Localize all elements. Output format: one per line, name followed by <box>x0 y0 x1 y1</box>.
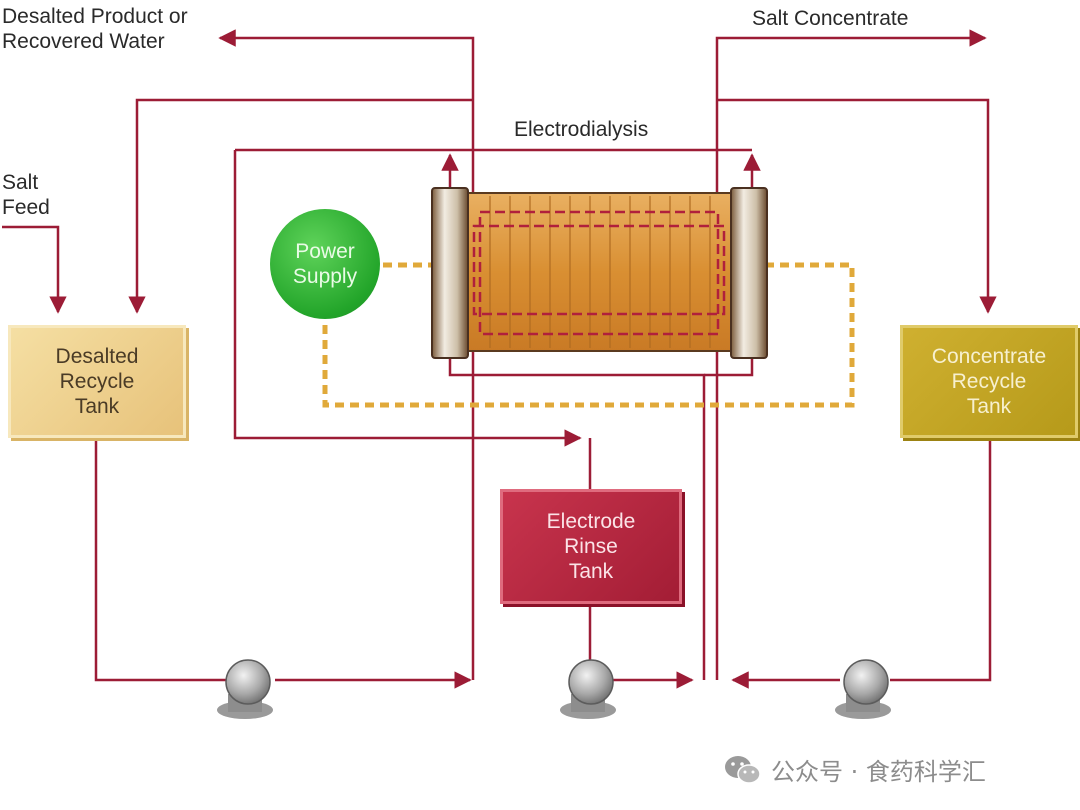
power-supply-line: Power <box>295 240 355 263</box>
pump-icon <box>560 659 616 719</box>
desalted-recycle-tank: Desalted Recycle Tank <box>8 325 186 438</box>
salt-feed-line1: Salt <box>2 171 39 194</box>
dc-wiring <box>322 262 855 408</box>
desalted-product-line2: Recovered Water <box>2 30 165 53</box>
power-supply: Power Supply <box>270 209 380 319</box>
salt-feed-line2: Feed <box>2 196 50 219</box>
wechat-icon <box>725 755 761 784</box>
pump-icon <box>835 659 891 719</box>
tank-label-line: Recycle <box>951 370 1027 393</box>
tank-label-line: Tank <box>568 560 614 583</box>
pipe-desalted-product <box>128 29 475 680</box>
electrode-rinse-tank: Electrode Rinse Tank <box>500 489 682 604</box>
salt-feed-label: Salt Feed <box>2 170 50 220</box>
pipe-electrode-rinse <box>233 148 761 689</box>
pipe-desalted-loop <box>94 440 472 689</box>
pipe-salt-concentrate <box>715 29 997 680</box>
tank-label-line: Recycle <box>59 370 135 393</box>
tank-label-line: Desalted <box>55 345 139 368</box>
power-supply-line: Supply <box>292 265 358 288</box>
pipe-concentrate-loop <box>731 440 992 689</box>
concentrate-recycle-tank: Concentrate Recycle Tank <box>900 325 1078 438</box>
watermark: 公众号 · 食药科学汇 <box>723 752 986 787</box>
desalted-product-line1: Desalted Product or <box>2 5 188 28</box>
tank-label-line: Tank <box>966 395 1012 418</box>
desalted-product-label: Desalted Product or Recovered Water <box>2 4 188 54</box>
tank-label-line: Rinse <box>564 535 618 558</box>
pump-icon <box>217 659 273 719</box>
pipe-salt-feed <box>2 225 67 314</box>
tank-label-line: Concentrate <box>931 345 1047 368</box>
salt-concentrate-label: Salt Concentrate <box>752 7 909 30</box>
electrodialysis-stack <box>431 187 768 359</box>
watermark-text: 公众号 · 食药科学汇 <box>771 758 986 786</box>
tank-label-line: Tank <box>74 395 120 418</box>
electrodialysis-label: Electrodialysis <box>514 118 649 141</box>
tank-label-line: Electrode <box>546 510 636 533</box>
